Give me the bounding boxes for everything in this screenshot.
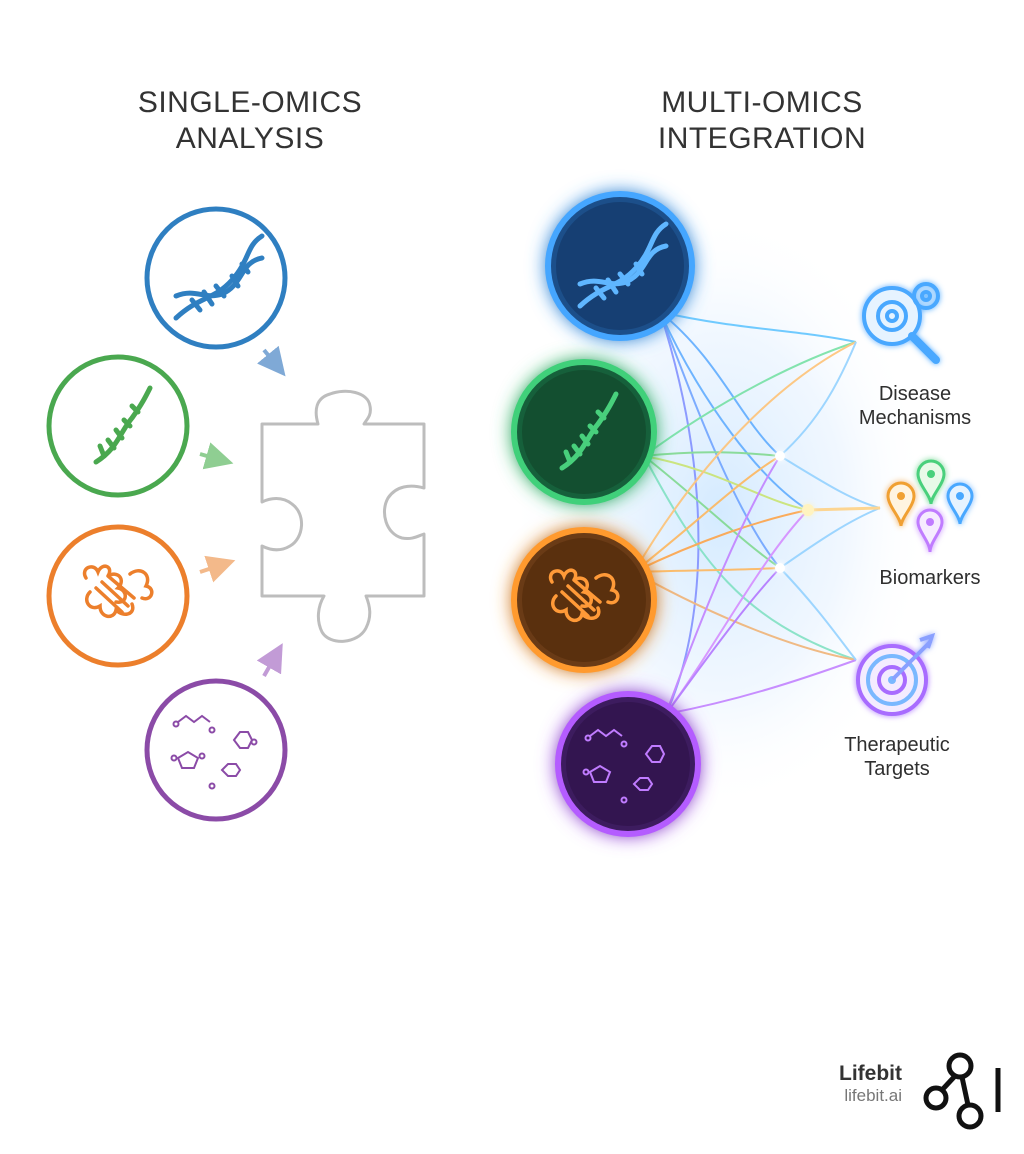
dna-circle-right [545,191,695,341]
protein-circle-left [46,524,190,668]
disease-mechanisms-line2: Mechanisms [858,407,972,429]
metabolite-icon [170,714,258,790]
protein-circle-right [511,527,657,673]
disease-mechanisms-label: Disease Mechanisms [825,382,1005,430]
multi-omics-panel [510,191,974,837]
biomarkers-line1: Biomarkers [879,567,981,589]
multi-omics-title-line2: INTEGRATION [657,122,867,155]
single-omics-panel [46,206,426,822]
disease-mechanisms-line1: Disease [878,383,952,405]
single-omics-title-line1: SINGLE-OMICS [137,86,363,119]
biomarkers-label: Biomarkers [840,566,1020,590]
rna-circle-left [46,354,190,498]
network-node [775,451,785,461]
brand-url: lifebit.ai [844,1086,902,1105]
brand-name: Lifebit [839,1062,902,1085]
therapeutic-targets-line2: Targets [864,758,930,780]
arrow-rna [199,442,234,470]
map-pins-icon [886,459,974,553]
network-node [775,563,785,573]
gear-magnifier-icon [862,282,940,364]
brand-block: Lifebit lifebit.ai [839,1062,902,1106]
protein-icon [548,568,620,623]
arrow-metabolite [256,643,283,677]
dna-icon [577,221,669,309]
arrow-protein [199,555,236,583]
single-omics-title-line2: ANALYSIS [175,122,325,155]
multi-omics-title-line1: MULTI-OMICS [661,86,863,119]
lifebit-logo-icon [923,1052,1001,1130]
single-omics-title: SINGLE-OMICS ANALYSIS [100,85,400,157]
rna-circle-right [511,359,657,505]
multi-omics-title: MULTI-OMICS INTEGRATION [612,85,912,157]
therapeutic-targets-line1: Therapeutic [844,734,950,756]
target-icon [856,632,936,716]
dna-circle-left [144,206,288,350]
metabolite-circle-right [555,691,701,837]
rna-icon [93,385,153,465]
rna-icon [559,391,619,471]
metabolite-icon [582,728,666,804]
dna-icon [173,233,265,321]
network-node [802,504,814,516]
metabolite-circle-left [144,678,288,822]
arrow-dna [256,345,286,377]
protein-icon [82,564,154,619]
integration-network [633,311,881,715]
therapeutic-targets-label: Therapeutic Targets [807,733,987,781]
puzzle-piece-icon [260,389,426,643]
